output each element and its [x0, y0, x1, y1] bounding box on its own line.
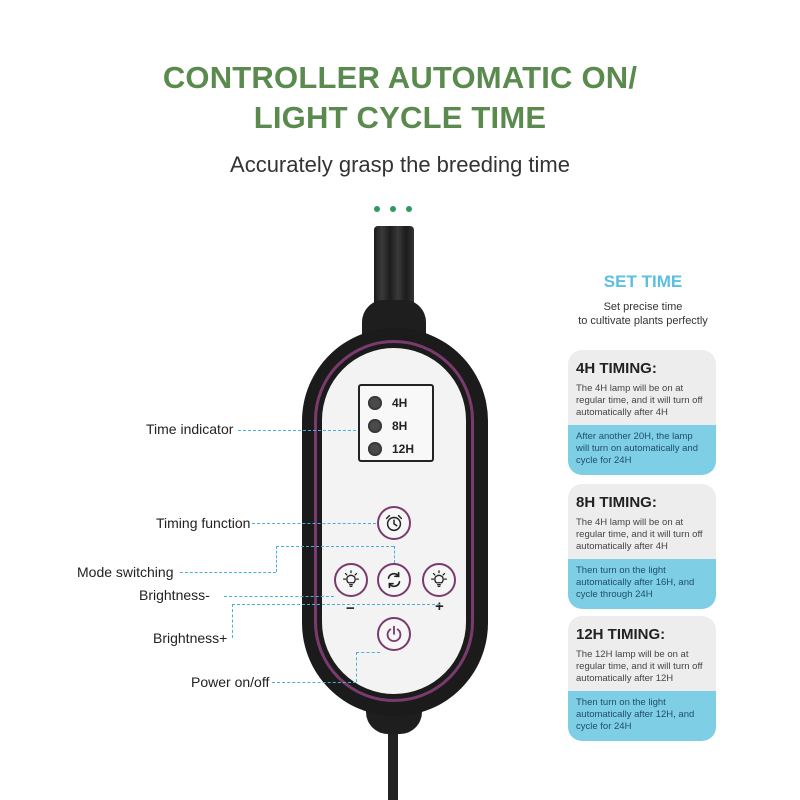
time-indicator-panel: 4H 8H 12H [358, 384, 434, 462]
leader-line [394, 546, 395, 563]
title-line-1: CONTROLLER AUTOMATIC ON/ [162, 60, 638, 95]
timing-button[interactable] [377, 506, 411, 540]
indicator-8h: 8H [368, 419, 407, 433]
indicator-label: 8H [392, 419, 408, 433]
callout-brightness-plus: Brightness+ [153, 630, 228, 646]
leader-line [238, 430, 356, 431]
callout-power: Power on/off [191, 674, 270, 690]
timing-card-8h: 8H TIMING: The 4H lamp will be on at reg… [568, 484, 716, 609]
card-heading: 12H TIMING: [576, 626, 666, 643]
bottom-cable [388, 730, 398, 800]
timing-card-4h: 4H TIMING: The 4H lamp will be on at reg… [568, 350, 716, 475]
plus-sign: + [435, 598, 444, 615]
power-button[interactable] [377, 617, 411, 651]
card-description: The 4H lamp will be on at regular time, … [576, 383, 703, 418]
alarm-clock-icon [385, 514, 403, 532]
decorative-dots [374, 206, 424, 212]
led-icon [368, 442, 382, 456]
brightness-down-button[interactable] [334, 563, 368, 597]
leader-line [356, 652, 357, 682]
subtitle: Accurately grasp the breeding time [230, 152, 570, 177]
card-note: Then turn on the light automatically aft… [568, 559, 716, 609]
leader-line [276, 546, 277, 572]
leader-line [356, 652, 380, 653]
set-time-line-1: Set precise time [603, 301, 683, 313]
indicator-4h: 4H [368, 396, 407, 410]
set-time-subtitle: Set precise time to cultivate plants per… [556, 300, 730, 328]
leader-line [232, 604, 440, 605]
led-icon [368, 396, 382, 410]
callout-timing-function: Timing function [156, 515, 251, 531]
leader-line [252, 523, 376, 524]
callout-mode-switching: Mode switching [77, 564, 174, 580]
leader-line [180, 572, 276, 573]
bulb-icon [343, 570, 359, 588]
leader-line [276, 546, 394, 547]
brightness-up-button[interactable] [422, 563, 456, 597]
card-note: Then turn on the light automatically aft… [568, 691, 716, 741]
leader-line [232, 604, 233, 638]
cycle-arrows-icon [387, 571, 401, 589]
callout-brightness-minus: Brightness- [139, 587, 210, 603]
card-heading: 4H TIMING: [576, 360, 657, 377]
card-description: The 4H lamp will be on at regular time, … [576, 517, 703, 552]
controller-trim-ring [314, 340, 474, 702]
card-description: The 12H lamp will be on at regular time,… [576, 649, 703, 684]
card-heading: 8H TIMING: [576, 494, 657, 511]
indicator-label: 4H [392, 396, 408, 410]
timing-card-12h: 12H TIMING: The 12H lamp will be on at r… [568, 616, 716, 741]
leader-line [224, 596, 334, 597]
minus-sign: − [346, 600, 355, 617]
indicator-label: 12H [392, 442, 415, 456]
card-note: After another 20H, the lamp will turn on… [568, 425, 716, 475]
set-time-line-2: to cultivate plants perfectly [578, 315, 708, 327]
callout-time-indicator: Time indicator [146, 421, 234, 437]
set-time-title: SET TIME [603, 272, 683, 291]
mode-switch-button[interactable] [377, 563, 411, 597]
title-line-2: LIGHT CYCLE TIME [253, 100, 547, 135]
indicator-12h: 12H [368, 442, 414, 456]
power-icon [386, 625, 402, 643]
bulb-icon [431, 570, 447, 588]
leader-line [272, 682, 356, 683]
led-icon [368, 419, 382, 433]
